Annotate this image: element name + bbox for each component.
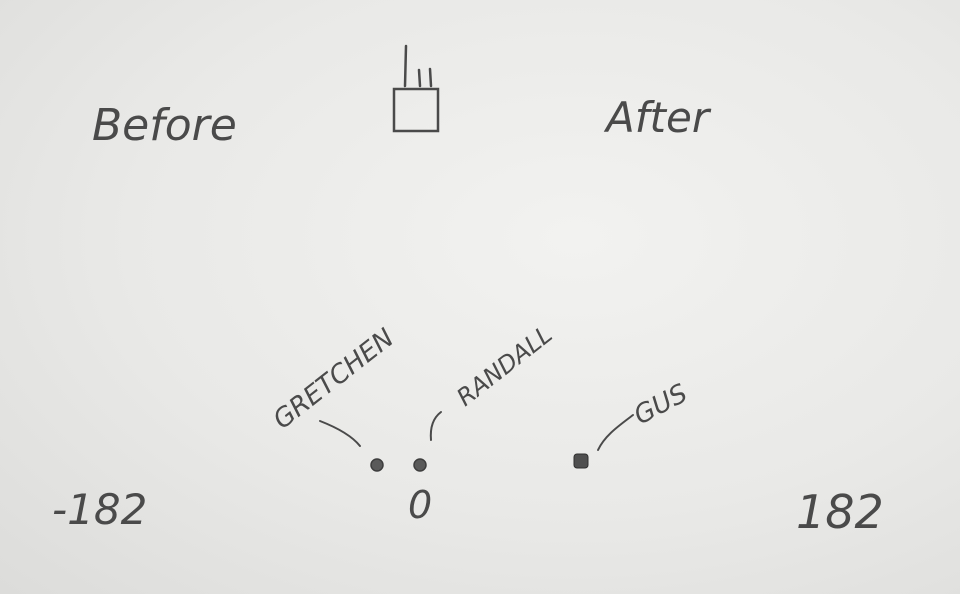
point-label-gus: GUS: [629, 379, 692, 432]
point-marker-gus: [573, 453, 589, 469]
leader-line-gus: [597, 414, 634, 451]
point-marker-randall: [413, 458, 427, 472]
leader-line-gretchen: [319, 420, 361, 447]
point-label-randall: RANDALL: [451, 320, 557, 411]
after-label: After: [603, 93, 712, 142]
point-label-gretchen: GRETCHEN: [268, 323, 400, 435]
birthday-cake-icon: [392, 44, 440, 133]
right-axis-value: 182: [796, 485, 884, 539]
left-axis-value: -182: [52, 485, 147, 534]
point-marker-gretchen: [370, 458, 384, 472]
before-label: Before: [92, 100, 237, 151]
zero-axis-value: 0: [408, 483, 432, 527]
leader-line-randall: [429, 411, 442, 441]
